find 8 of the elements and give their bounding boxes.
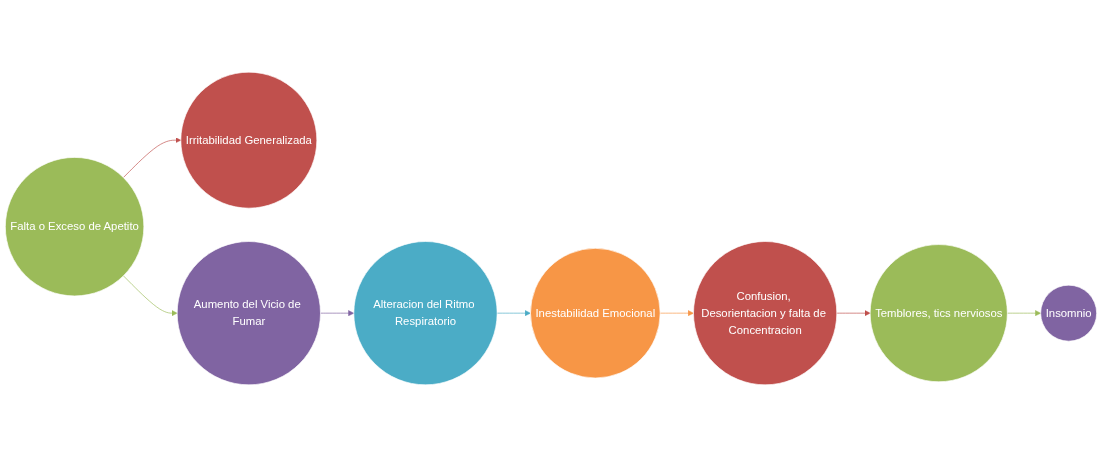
- node-circle: Temblores, tics nerviosos: [869, 244, 1008, 383]
- node-circle: Confusion, Desorientacion y falta de Concentracion: [693, 241, 838, 386]
- node-circle: Aumento del Vicio de Fumar: [176, 241, 321, 386]
- node-circle: Insomnio: [1040, 284, 1097, 342]
- node-circle: Falta o Exceso de Apetito: [5, 157, 145, 297]
- node-circle: Irritabilidad Generalizada: [180, 71, 318, 209]
- node-circle: Inestabilidad Emocional: [530, 247, 661, 379]
- node-circle: Alteracion del Ritmo Respiratorio: [353, 241, 498, 386]
